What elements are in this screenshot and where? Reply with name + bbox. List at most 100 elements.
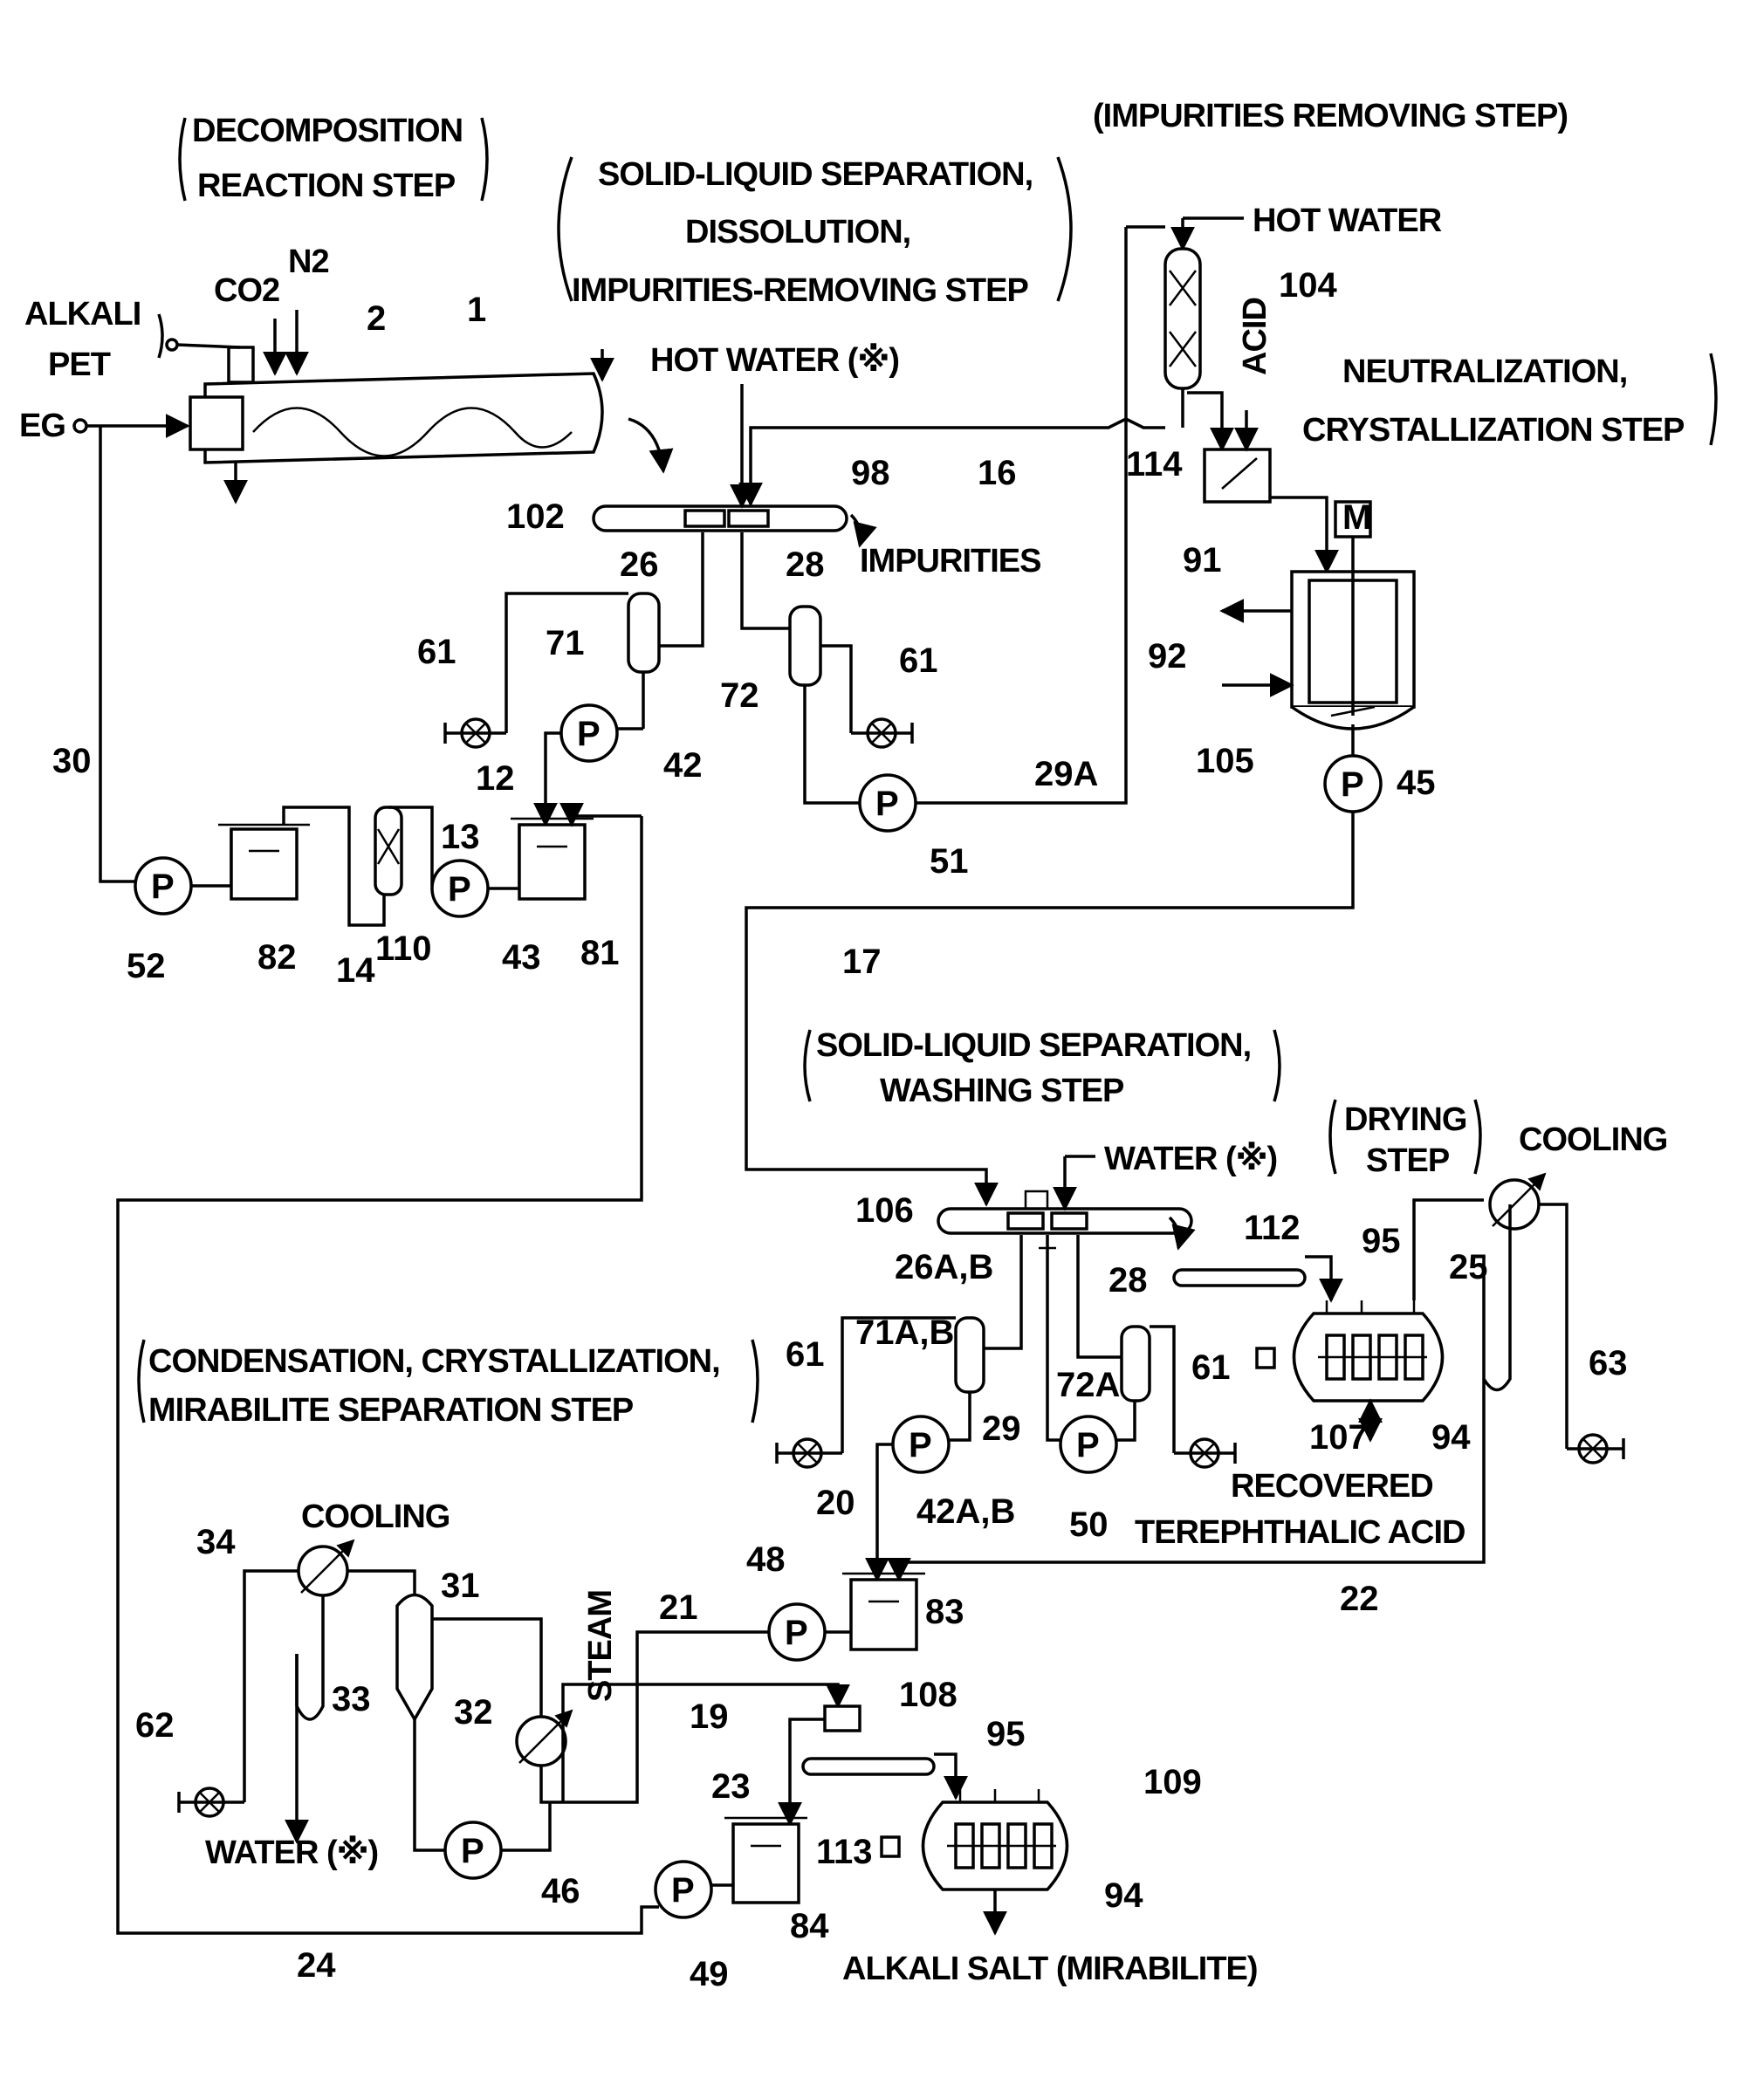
water-note-label: WATER (※) (1104, 1141, 1277, 1177)
ref-24: 24 (297, 1946, 336, 1985)
svg-text:P: P (1076, 1426, 1100, 1464)
ref-72: 72 (720, 676, 759, 715)
pump-50: P (1060, 1416, 1116, 1472)
ref-109: 109 (1143, 1763, 1202, 1801)
acid-label-top: ACID (1237, 298, 1273, 375)
ref-16: 16 (978, 454, 1017, 492)
step-label-drying: DRYING STEP (1330, 1100, 1480, 1179)
hydrocyclone-71ab (956, 1318, 984, 1392)
svg-text:CONDENSATION, CRYSTALLIZATION,: CONDENSATION, CRYSTALLIZATION, (148, 1343, 720, 1380)
ref-51: 51 (930, 842, 969, 881)
ref-95-upper: 95 (1362, 1222, 1401, 1260)
filter-column-110 (375, 807, 402, 895)
pet-label: PET (48, 346, 111, 383)
pump-42: P (561, 705, 617, 761)
ref-83: 83 (925, 1593, 964, 1631)
recovered-label-2: TEREPHTHALIC ACID (1135, 1514, 1465, 1551)
alkali-label: ALKALI (24, 296, 141, 333)
cooling-label-top: COOLING (1519, 1121, 1667, 1158)
pump-43: P (432, 861, 488, 916)
ref-102: 102 (506, 497, 565, 536)
recovered-label-1: RECOVERED (1231, 1468, 1433, 1505)
tank-83 (842, 1574, 925, 1649)
ref-105: 105 (1196, 742, 1254, 780)
step-label-solid-liquid-separation-1: SOLID-LIQUID SEPARATION, DISSOLUTION, IM… (559, 156, 1071, 309)
ref-32: 32 (454, 1693, 493, 1732)
svg-text:P: P (1341, 765, 1364, 804)
svg-text:P: P (448, 870, 471, 909)
ref-108: 108 (899, 1676, 958, 1714)
crystallizer-91: M (1292, 498, 1414, 729)
ref-95-lower: 95 (986, 1715, 1026, 1753)
svg-text:SOLID-LIQUID SEPARATION,: SOLID-LIQUID SEPARATION, (816, 1027, 1251, 1064)
svg-text:P: P (151, 868, 175, 906)
pump-49: P (655, 1862, 711, 1917)
ref-22: 22 (1340, 1580, 1379, 1618)
hydrocyclone-72a (1122, 1327, 1150, 1401)
ref-23: 23 (711, 1767, 751, 1806)
conveyor-112 (1174, 1257, 1331, 1300)
ref-33: 33 (332, 1680, 371, 1718)
hot-water-note-label: HOT WATER (※) (650, 342, 899, 379)
ref-28: 28 (786, 545, 825, 584)
impurities-label: IMPURITIES (860, 543, 1040, 580)
ref-84: 84 (790, 1907, 829, 1945)
co2-label: CO2 (214, 272, 279, 309)
ref-45: 45 (1397, 764, 1436, 802)
tank-81 (511, 819, 594, 899)
ref-104: 104 (1279, 266, 1337, 305)
neutralizer-114 (1205, 449, 1270, 502)
pump-45: P (1325, 756, 1381, 812)
ref-46: 46 (541, 1872, 580, 1910)
svg-text:IMPURITIES-REMOVING STEP: IMPURITIES-REMOVING STEP (572, 272, 1028, 309)
ref-34: 34 (196, 1523, 236, 1561)
valve-61-lower-right (1174, 1439, 1235, 1467)
ref-42: 42 (663, 746, 703, 785)
water-out-label: WATER (※) (205, 1835, 378, 1871)
ref-94-lower: 94 (1104, 1876, 1143, 1915)
ref-91: 91 (1183, 541, 1222, 580)
dryer-109 (882, 1789, 1067, 1933)
pump-51: P (860, 775, 916, 831)
hydrocyclone-72 (790, 607, 820, 685)
pump-42ab: P (893, 1416, 949, 1472)
eg-label: EG (19, 408, 65, 444)
ref-12: 12 (476, 759, 515, 798)
ref-72a: 72A (1056, 1366, 1120, 1404)
ref-61-left: 61 (417, 633, 456, 671)
ref-1: 1 (467, 291, 486, 329)
alkali-salt-label: ALKALI SALT (MIRABILITE) (842, 1951, 1258, 1987)
ref-26ab: 26A,B (895, 1248, 993, 1286)
svg-text:P: P (875, 785, 899, 823)
conveyor-113 (803, 1754, 956, 1798)
svg-text:P: P (909, 1426, 932, 1464)
decomposition-reactor-1 (190, 347, 663, 502)
ref-20: 20 (816, 1484, 855, 1522)
ref-113: 113 (816, 1833, 873, 1871)
valve-61-right (851, 719, 912, 747)
ref-31: 31 (441, 1567, 480, 1605)
svg-text:STEP: STEP (1366, 1142, 1450, 1179)
ref-107: 107 (1309, 1418, 1368, 1457)
ref-94-upper: 94 (1431, 1418, 1471, 1457)
ref-82: 82 (257, 938, 297, 977)
svg-text:DISSOLUTION,: DISSOLUTION, (685, 214, 910, 250)
ref-17: 17 (842, 943, 882, 981)
ref-92: 92 (1148, 637, 1187, 676)
svg-text:P: P (785, 1614, 808, 1652)
ref-2: 2 (367, 299, 386, 338)
cooling-label-bottom: COOLING (301, 1499, 450, 1535)
step-label-decomposition: DECOMPOSITION REACTION STEP (180, 113, 487, 204)
svg-text:P: P (461, 1832, 484, 1870)
svg-text:P: P (577, 715, 601, 753)
svg-text:P: P (671, 1871, 695, 1910)
svg-text:REACTION STEP: REACTION STEP (197, 168, 456, 204)
ref-61-lower-left: 61 (786, 1335, 825, 1374)
separator-33 (397, 1595, 432, 1720)
svg-text:MIRABILITE SEPARATION STEP: MIRABILITE SEPARATION STEP (148, 1392, 634, 1429)
step-label-solid-liquid-separation-2: SOLID-LIQUID SEPARATION, WASHING STEP (805, 1027, 1280, 1109)
ref-29: 29 (982, 1409, 1021, 1448)
ref-110: 110 (375, 929, 432, 968)
pump-46: P (445, 1822, 501, 1878)
